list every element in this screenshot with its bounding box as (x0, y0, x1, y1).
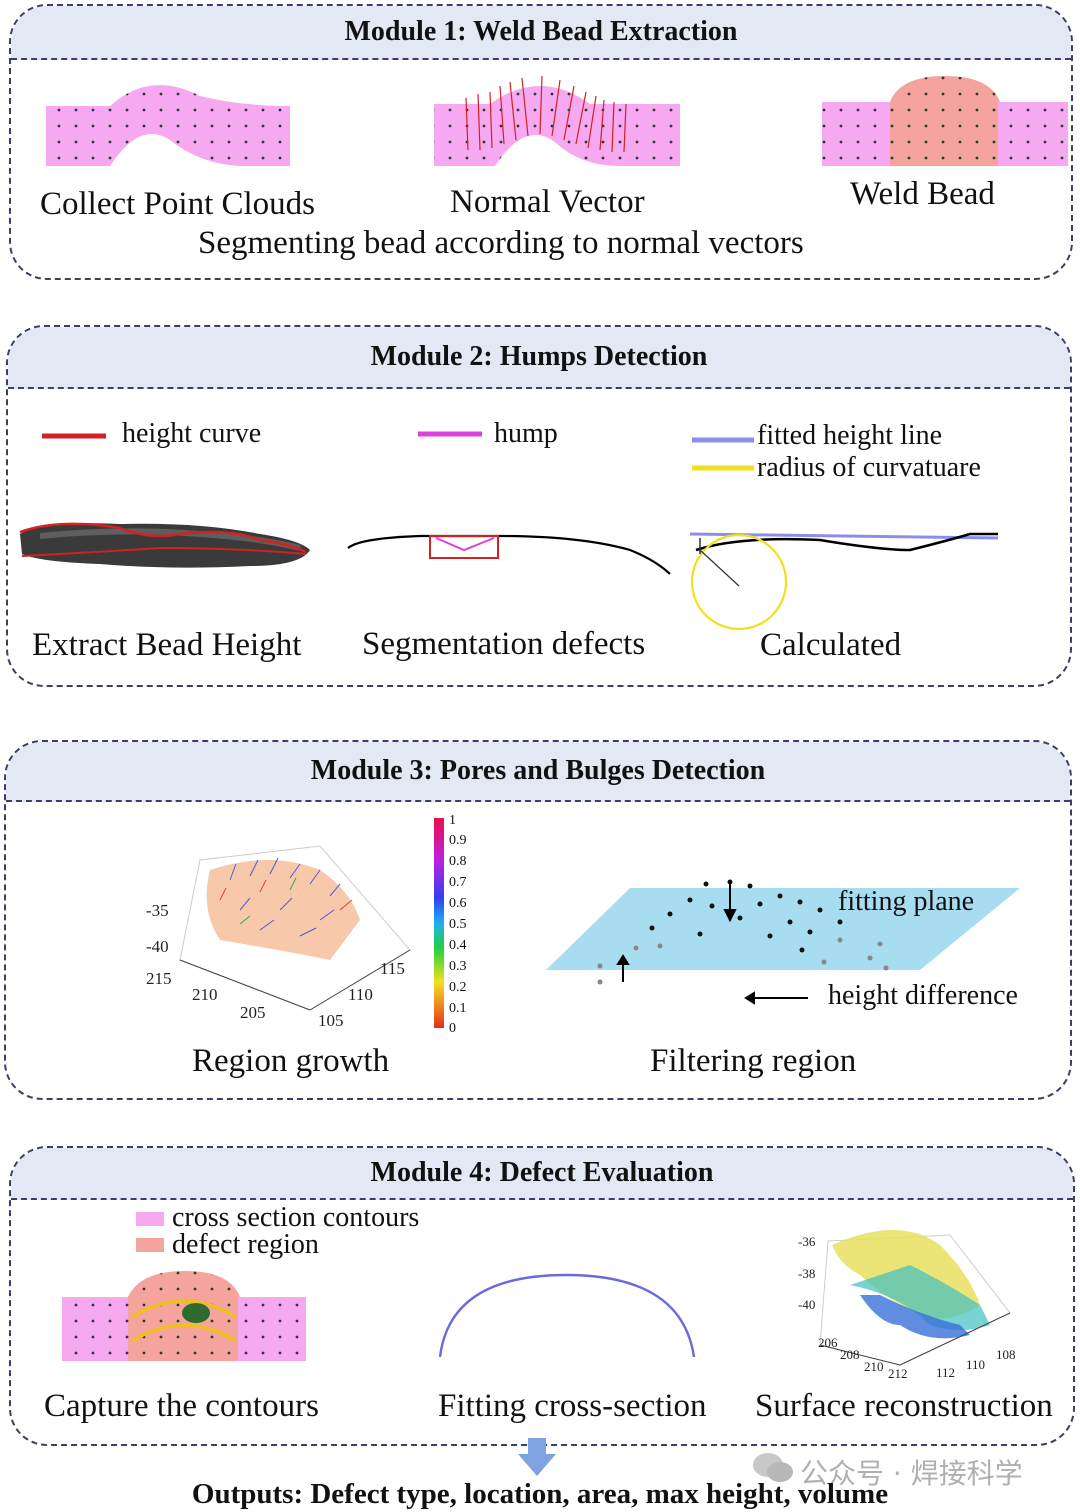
capture-contours-cloud (62, 1271, 306, 1361)
colorbar-tick-8: 0.2 (449, 980, 467, 995)
caption-fitting-cross-section: Fitting cross-section (438, 1388, 707, 1424)
axis-tick-m4-2: -40 (798, 1297, 815, 1312)
module-4-title: Module 4: Defect Evaluation (11, 1148, 1073, 1200)
legend-fitted-height-line: fitted height line (757, 420, 943, 451)
module-3-title: Module 3: Pores and Bulges Detection (6, 742, 1070, 802)
colorbar-tick-2: 0.8 (449, 854, 467, 869)
segmentation-curve (347, 534, 671, 575)
axis-tick-m3-1: -40 (146, 937, 169, 956)
bead-height-photo (19, 522, 310, 568)
axis-tick-m4-9: 108 (996, 1347, 1016, 1362)
weld-bead-segmented (822, 76, 1068, 166)
axis-tick-m3-3: 210 (192, 985, 218, 1004)
axis-tick-m4-8: 110 (966, 1357, 985, 1372)
down-arrow-icon (518, 1438, 556, 1476)
axis-tick-m3-0: -35 (146, 901, 169, 920)
module-3-box: Module 3: Pores and Bulges Detection (4, 740, 1072, 1100)
module-2-legend-lines (42, 431, 754, 471)
colorbar-tick-10: 0 (449, 1021, 456, 1036)
axis-tick-m4-3: 206 (818, 1335, 838, 1350)
wechat-icon (753, 1453, 793, 1482)
caption-extract-bead-height: Extract Bead Height (32, 627, 302, 663)
caption-normal-vector: Normal Vector (450, 184, 645, 220)
caption-capture-the-contours: Capture the contours (44, 1388, 319, 1424)
axis-tick-m3-5: 115 (380, 959, 405, 978)
watermark-text: 公众号 · 焊接科学 (800, 1457, 1023, 1490)
cross-section-arc (438, 1273, 696, 1358)
axis-tick-m4-6: 212 (888, 1366, 908, 1381)
caption-collect-point-clouds: Collect Point Clouds (40, 186, 316, 222)
colorbar-tick-9: 0.1 (449, 1001, 467, 1016)
module-4-box: Module 4: Defect Evaluation (9, 1146, 1075, 1446)
axis-tick-m4-0: -36 (798, 1234, 816, 1249)
legend-defect-region: defect region (172, 1229, 319, 1260)
caption-filtering-region: Filtering region (650, 1043, 857, 1079)
colorbar-tick-5: 0.5 (449, 917, 467, 932)
surface-reconstruction-plot (819, 1230, 1011, 1366)
normal-vector-cloud (434, 75, 680, 166)
surface-axis-ticks: -36 -38 -40 206 208 210 212 112 110 108 (798, 1234, 1016, 1381)
axis-tick-m3-2: 215 (146, 969, 172, 988)
label-fitting-plane: fitting plane (838, 886, 975, 917)
colorbar-tick-0: 1 (449, 813, 456, 828)
curvature-calculation (689, 532, 999, 631)
colorbar-tick-6: 0.4 (449, 938, 467, 953)
axis-tick-m4-1: -38 (798, 1266, 815, 1281)
colorbar-tick-7: 0.3 (449, 959, 467, 974)
label-height-difference: height difference (828, 980, 1018, 1011)
axis-tick-m4-7: 112 (936, 1365, 955, 1380)
point-cloud-raw (46, 75, 1068, 166)
legend-radius-of-curvature: radius of curvatuare (757, 452, 981, 483)
axis-tick-m3-7: 105 (318, 1011, 344, 1030)
module-2-title: Module 2: Humps Detection (8, 327, 1070, 389)
axis-tick-m3-4: 205 (240, 1003, 266, 1022)
caption-segmentation-defects: Segmentation defects (362, 626, 646, 662)
legend-height-curve: height curve (122, 418, 262, 449)
legend-cross-section-contours: cross section contours (172, 1202, 420, 1233)
outputs-line: Outputs: Defect type, location, area, ma… (191, 1478, 889, 1510)
colorbar-tick-1: 0.9 (449, 833, 467, 848)
caption-calculated: Calculated (760, 627, 902, 663)
caption-weld-bead: Weld Bead (850, 176, 995, 212)
axis-tick-m4-5: 210 (864, 1359, 884, 1374)
module-2-graphics (19, 522, 999, 631)
axis-tick-m3-6: 110 (348, 985, 373, 1004)
module-1-title: Module 1: Weld Bead Extraction (11, 6, 1071, 60)
legend-hump: hump (494, 418, 558, 449)
colorbar-tick-3: 0.7 (449, 875, 467, 890)
module-4-graphics (62, 1230, 1011, 1366)
module-1-subtitle: Segmenting bead according to normal vect… (198, 225, 804, 261)
colorbar-tick-4: 0.6 (449, 896, 467, 911)
module-2-box: Module 2: Humps Detection (6, 325, 1072, 687)
module-1-box: Module 1: Weld Bead Extraction (9, 4, 1073, 280)
region-growth-plot: -35 -40 215 210 205 115 110 105 (146, 845, 411, 1030)
caption-surface-reconstruction: Surface reconstruction (755, 1388, 1053, 1424)
module-4-legend-swatches (136, 1212, 164, 1252)
caption-region-growth: Region growth (192, 1043, 390, 1079)
colorbar (434, 818, 444, 1028)
fitting-plane-diagram (546, 879, 1020, 1005)
axis-tick-m4-4: 208 (840, 1347, 860, 1362)
